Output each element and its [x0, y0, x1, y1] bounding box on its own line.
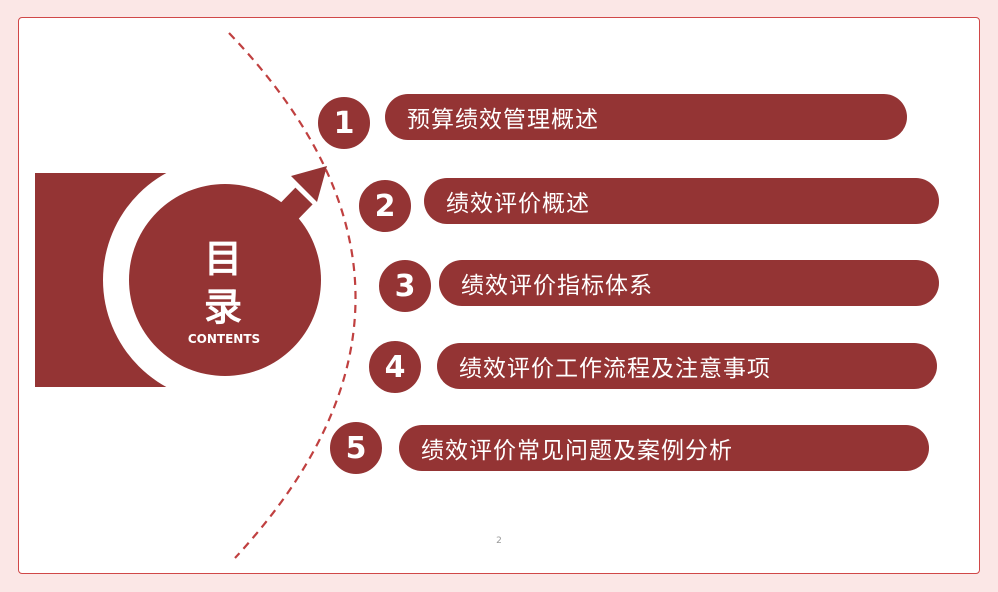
toc-number-badge-5: 5	[328, 420, 384, 476]
toc-item-4[interactable]: 绩效评价工作流程及注意事项	[437, 343, 937, 389]
arrow-shaft	[260, 187, 313, 241]
toc-item-1[interactable]: 预算绩效管理概述	[385, 94, 907, 140]
toc-number: 4	[384, 349, 406, 385]
toc-item-5[interactable]: 绩效评价常见问题及案例分析	[399, 425, 929, 471]
toc-item-label: 绩效评价指标体系	[461, 273, 653, 299]
decoration-layer	[35, 32, 357, 559]
toc-number: 3	[394, 268, 416, 304]
toc-number-badge-3: 3	[377, 258, 433, 314]
toc-item-label: 绩效评价常见问题及案例分析	[421, 438, 733, 464]
toc-number-badge-2: 2	[357, 178, 413, 234]
contents-subtitle: CONTENTS	[187, 332, 261, 346]
title-char-2: 录	[203, 285, 242, 329]
toc-number: 5	[345, 430, 367, 466]
arrow-head	[291, 166, 327, 202]
toc-number-badge-1: 1	[316, 95, 372, 151]
dashed-arc	[228, 32, 357, 559]
slide: 目 录 CONTENTS 预算绩效管理概述 1 绩效评价概述 2 绩效评价指标体…	[18, 17, 980, 574]
title-char-1: 目	[203, 237, 242, 281]
toc-number-badge-4: 4	[367, 339, 423, 395]
toc-number: 2	[374, 188, 396, 224]
toc-item-label: 预算绩效管理概述	[407, 107, 599, 133]
page-number: 2	[496, 536, 502, 546]
toc-item-label: 绩效评价概述	[446, 191, 590, 217]
toc-number: 1	[333, 105, 355, 141]
toc-item-label: 绩效评价工作流程及注意事项	[459, 356, 771, 382]
toc-item-3[interactable]: 绩效评价指标体系	[439, 260, 939, 306]
toc-item-2[interactable]: 绩效评价概述	[424, 178, 939, 224]
